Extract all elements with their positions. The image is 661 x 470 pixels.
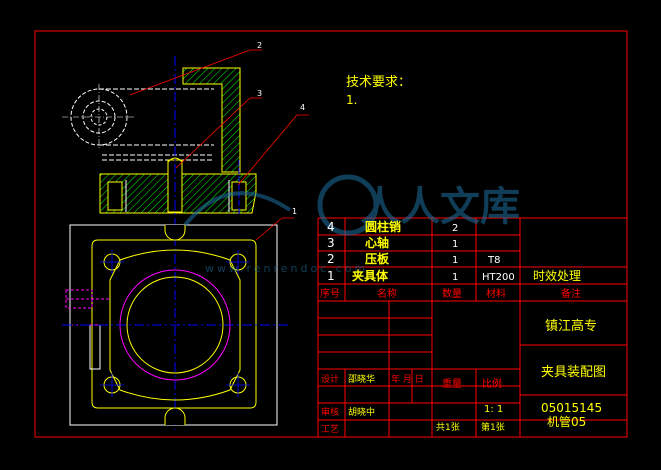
bom-row-3-no: 2 [327,252,335,266]
watermark-text: 人人文库 [360,184,520,230]
scale-value: 1: 1 [484,404,503,415]
tech-req-title: 技术要求： [346,75,411,90]
leader-label-4: 4 [300,103,305,112]
bom-row-3-name: 压板 [365,251,390,266]
watermark: 人人文库 www.renrendoc.com [183,174,520,275]
plan-view [62,224,290,426]
leader-label-2: 2 [257,41,262,50]
bom-row-2-no: 3 [327,236,335,250]
bom-header-name: 名称 [377,287,397,300]
bom-header-no: 序号 [320,287,340,300]
leader-lines [129,49,309,241]
drawing-code: 05015145 [541,401,602,415]
bom-header-material: 材料 [486,287,506,300]
bom-row-2-name: 心轴 [365,235,389,250]
leader-label-3: 3 [257,89,262,98]
bom-row-4-material: HT200 [482,272,515,283]
bom-row-4-no: 1 [327,269,335,283]
tech-req-item-1: 1. [346,93,357,107]
date-label: 年 月 日 [391,373,424,385]
bom-row-3-qty: 1 [452,255,458,266]
scale-label: 比例 [482,377,502,390]
designer-name: 邵晓华 [348,373,375,385]
total-sheets: 共1张 [436,422,460,433]
bom-row-1-qty: 2 [452,223,458,234]
design-label: 设计 [321,373,339,385]
review-label: 审核 [321,406,339,418]
bom-row-1-name: 圆柱销 [365,219,401,234]
leader-label-1: 1 [292,207,297,216]
watermark-url: www.renrendoc.com [205,262,368,275]
weight-label: 重量 [442,377,462,390]
bom-row-4-name: 夹具体 [352,268,389,283]
drawing-border [34,30,628,438]
bom-row-1-no: 4 [327,220,335,234]
bom-row-3-material: T8 [487,255,500,266]
drawing-text: 技术要求： 1. 2 3 4 1 4 圆柱销 2 3 心轴 1 2 压板 1 T… [257,41,606,435]
class-name: 机管05 [547,414,586,429]
reviewer-name: 胡晓中 [348,406,375,418]
sheet-number: 第1张 [481,421,505,433]
bom-row-2-qty: 1 [452,239,458,250]
bom-row-4-remark: 时效处理 [533,268,581,283]
school-name: 镇江高专 [545,318,597,334]
bom-header-qty: 数量 [442,287,462,300]
front-section-view [62,56,257,430]
title-block [317,217,627,437]
process-label: 工艺 [321,424,339,435]
bom-header-remark: 备注 [561,287,581,300]
bom-row-4-qty: 1 [452,272,458,283]
drawing-name: 夹具装配图 [541,365,606,380]
